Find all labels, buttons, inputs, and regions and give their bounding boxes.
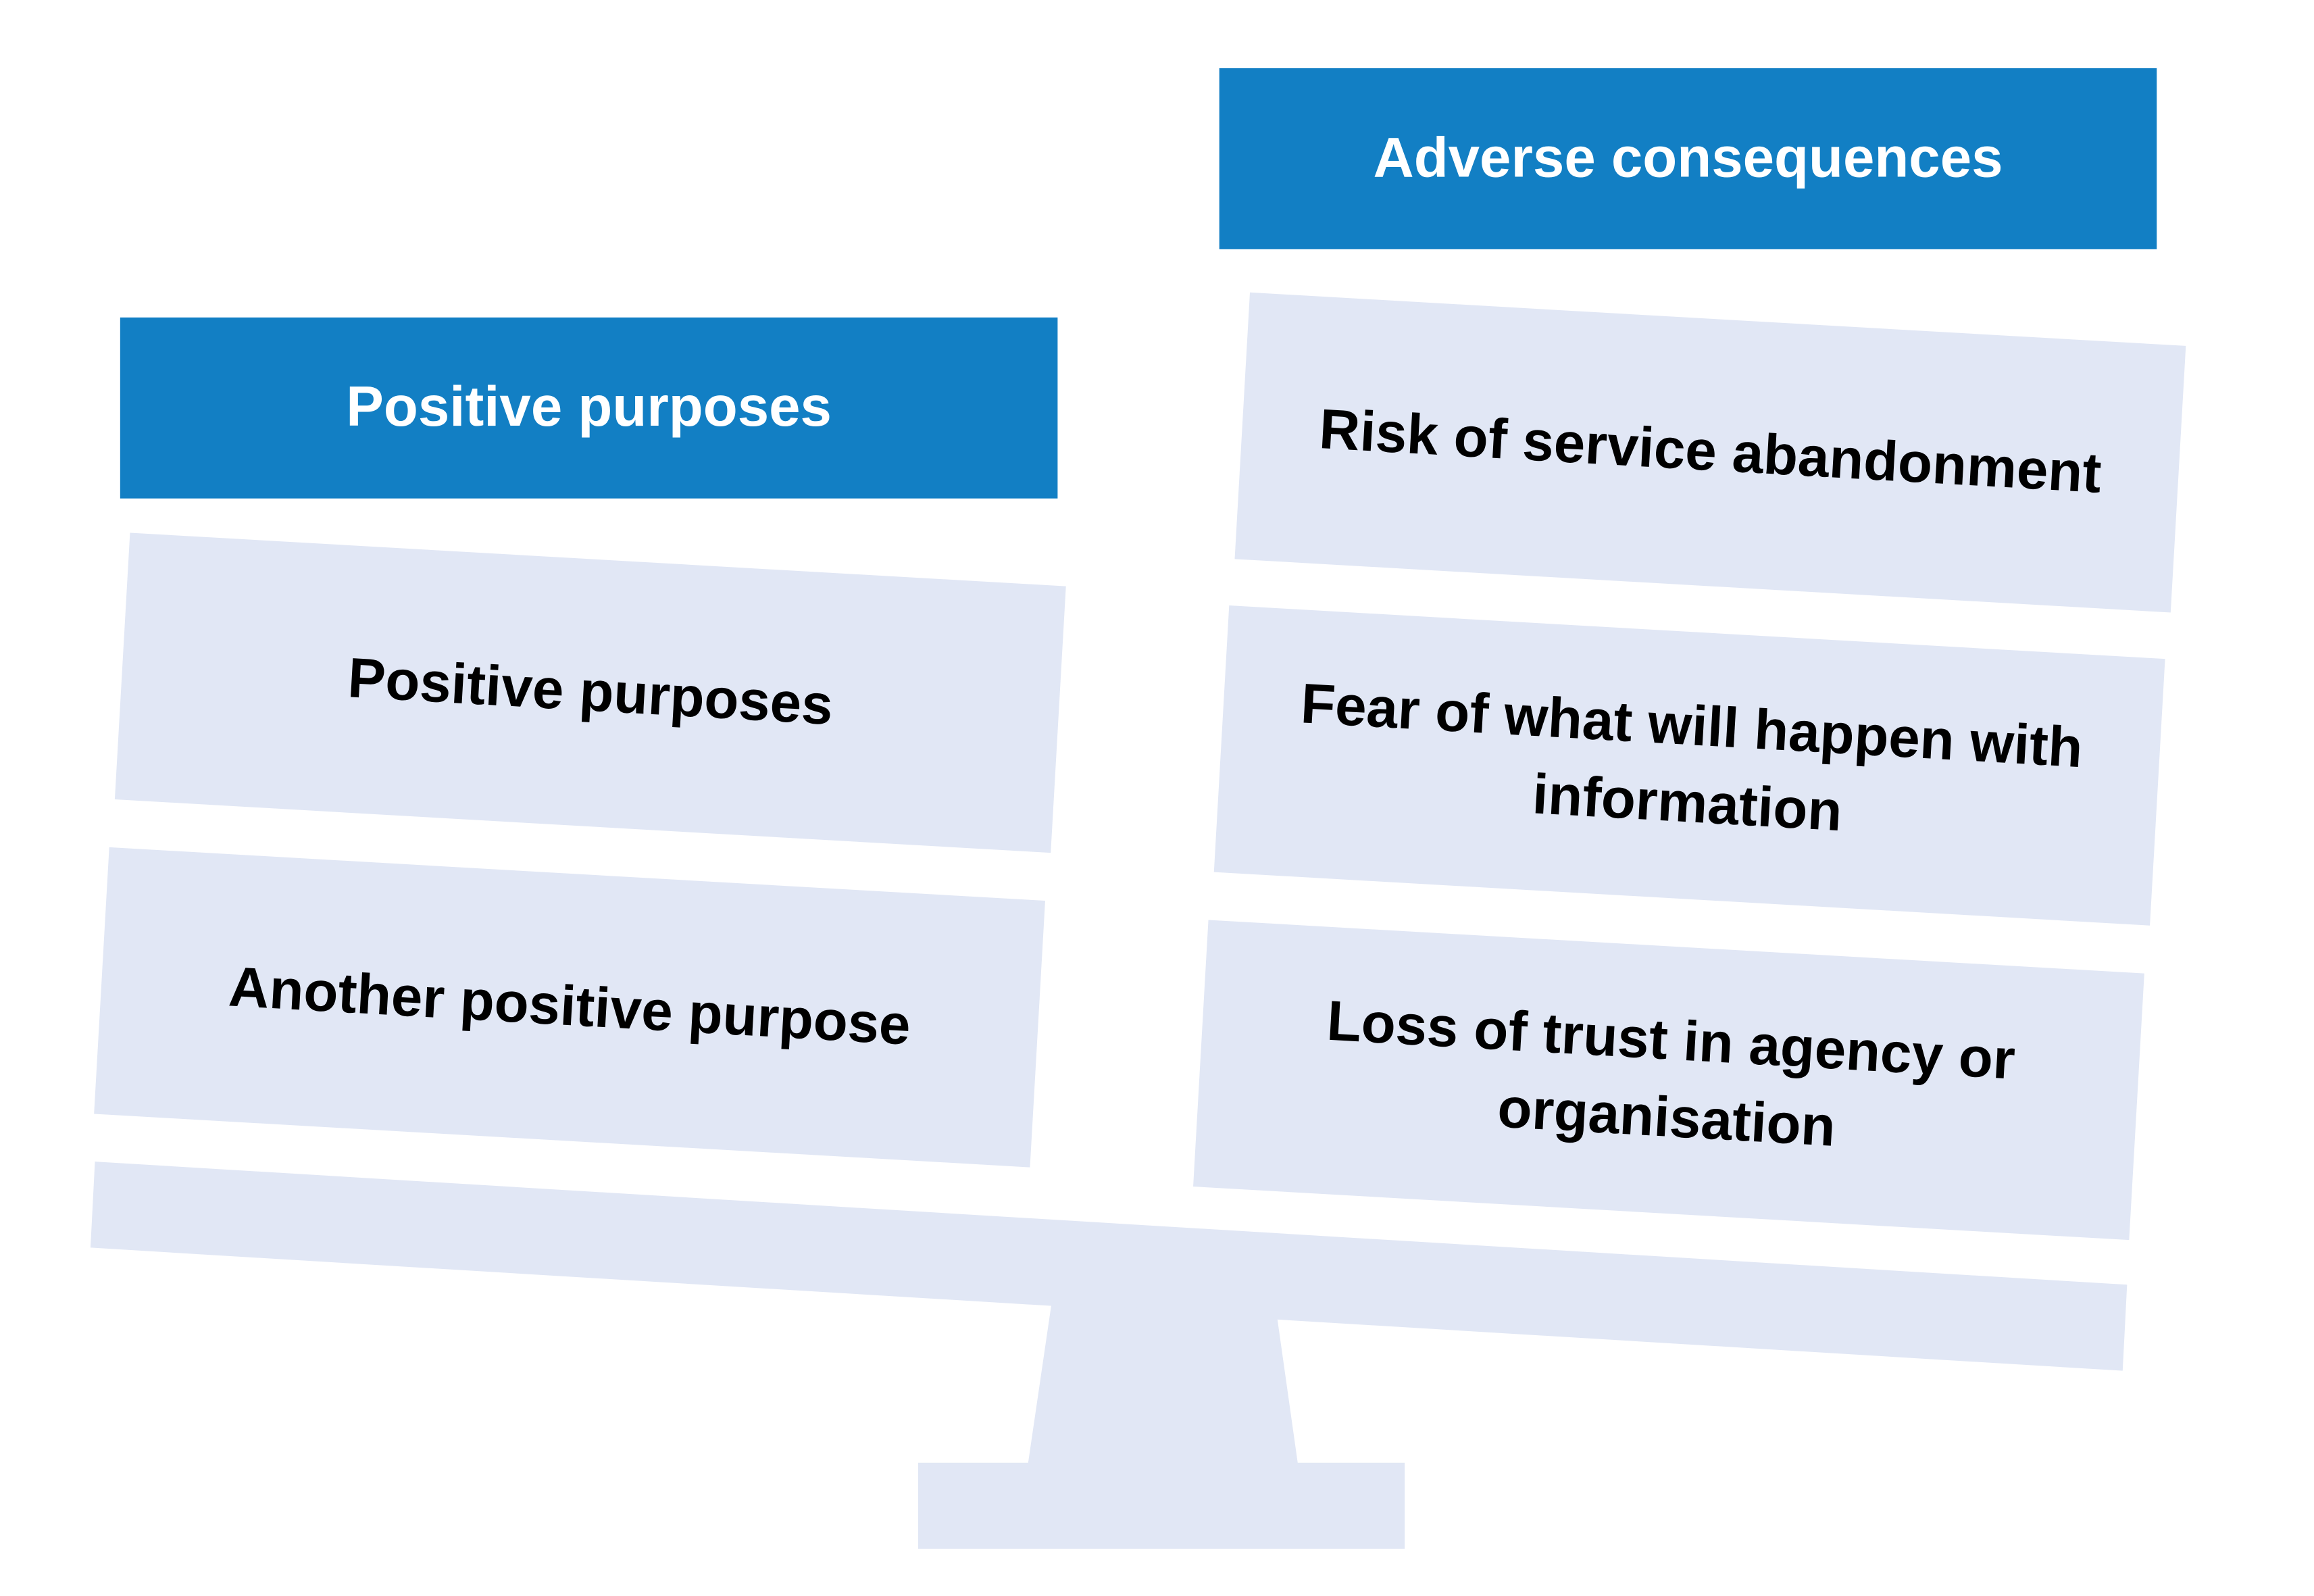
- left-card-2: Another positive purpose: [94, 847, 1045, 1168]
- right-card-3-text: Loss of trust in agency or organisation: [1325, 990, 2017, 1159]
- right-card-1-text: Risk of service abandonment: [1317, 399, 2103, 506]
- right-card-1: Risk of service abandonment: [1234, 292, 2186, 613]
- right-header-label: Adverse consequences: [1373, 126, 2003, 189]
- left-card-1-text: Positive purposes: [346, 647, 835, 738]
- left-card-2-text: Another positive purpose: [227, 956, 913, 1058]
- left-card-1: Positive purposes: [114, 532, 1066, 853]
- right-card-2: Fear of what will happen with informatio…: [1213, 605, 2165, 926]
- scale-foot: [918, 1462, 1405, 1549]
- right-card-2-text: Fear of what will happen with informatio…: [1299, 672, 2085, 844]
- scale-beam: [90, 1162, 2128, 1371]
- right-header: Adverse consequences: [1219, 68, 2157, 249]
- left-header: Positive purposes: [120, 317, 1058, 499]
- scale-stand: [1028, 1302, 1299, 1464]
- left-header-label: Positive purposes: [346, 376, 832, 439]
- right-card-3: Loss of trust in agency or organisation: [1193, 920, 2144, 1241]
